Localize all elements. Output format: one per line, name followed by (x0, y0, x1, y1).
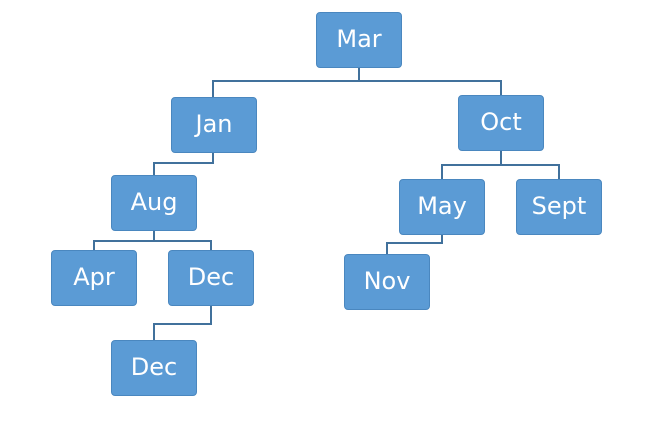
node-label-apr: Apr (73, 263, 115, 291)
connector-oct-sept (501, 164, 560, 179)
node-sept: Sept (516, 179, 602, 235)
connector-aug-apr (93, 231, 155, 250)
node-may: May (399, 179, 485, 235)
node-mar: Mar (316, 12, 402, 68)
connector-mar-oct (359, 80, 502, 95)
node-label-dec-1: Dec (187, 263, 235, 291)
connector-oct-may (441, 151, 502, 179)
node-label-mar: Mar (336, 25, 382, 53)
node-dec-2: Dec (111, 340, 197, 396)
node-aug: Aug (111, 175, 197, 231)
connector-jan-aug (153, 153, 214, 175)
node-label-sept: Sept (531, 192, 587, 220)
connector-mar-jan (212, 68, 360, 97)
node-label-dec-2: Dec (130, 353, 178, 381)
node-dec-1: Dec (168, 250, 254, 306)
connector-aug-dec (154, 240, 212, 250)
node-label-aug: Aug (130, 188, 178, 216)
node-label-jan: Jan (195, 110, 233, 138)
node-oct: Oct (458, 95, 544, 151)
node-apr: Apr (51, 250, 137, 306)
connector-dec-dec (153, 306, 212, 340)
connector-may-nov (386, 235, 443, 254)
node-nov: Nov (344, 254, 430, 310)
node-label-oct: Oct (480, 108, 522, 136)
node-jan: Jan (171, 97, 257, 153)
node-label-may: May (417, 192, 467, 220)
node-label-nov: Nov (363, 267, 411, 295)
